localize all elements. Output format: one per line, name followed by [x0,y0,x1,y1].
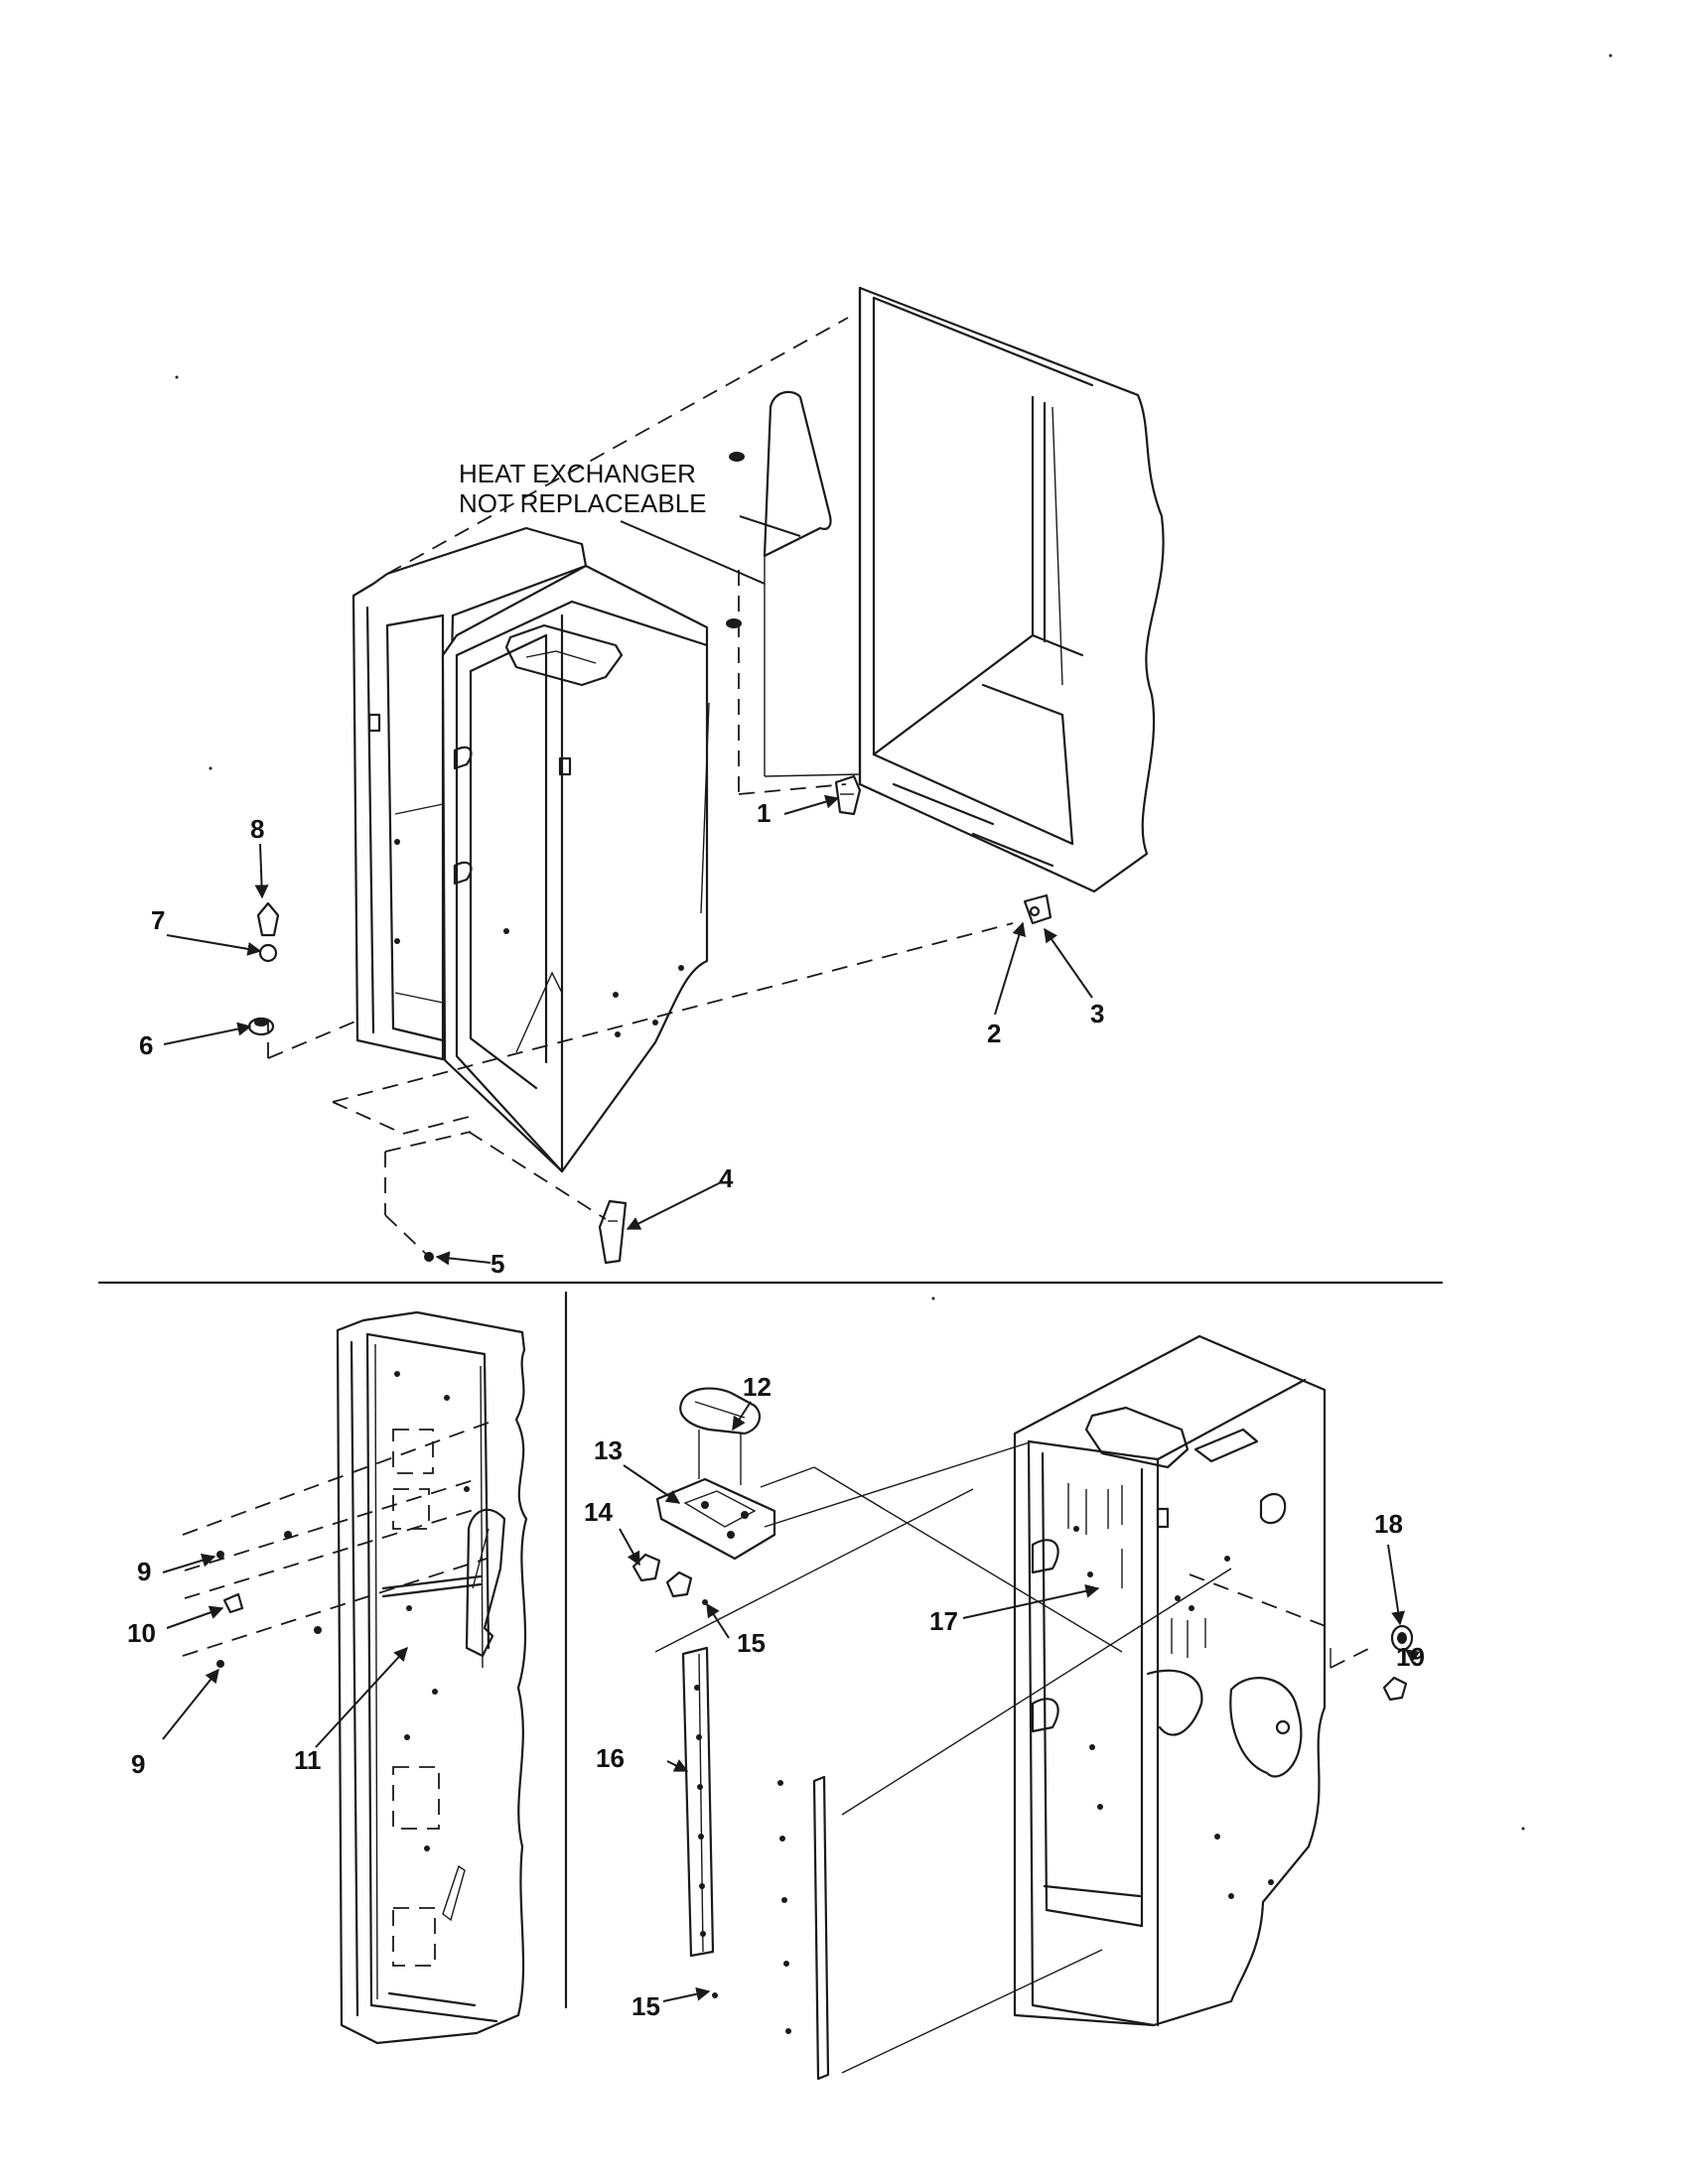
callout-10: 10 [127,1618,156,1648]
cabinet-screw-cluster [1067,1483,1206,1658]
callout-19: 19 [1396,1642,1425,1672]
door-panel-assembly [336,1310,528,2045]
callout-15-lower: 15 [632,1991,660,2021]
callout-labels: 1 2 3 4 5 6 7 8 9 10 9 11 12 13 14 15 16… [127,798,1425,2021]
callout-16: 16 [596,1743,625,1773]
callout-9-upper: 9 [137,1557,151,1586]
callout-14: 14 [584,1497,613,1527]
guide-lines-bottom-right [654,1440,1371,2074]
callout-9-lower: 9 [131,1749,145,1779]
fresh-food-cabinet [1013,1334,1327,2027]
leader-lines-bottom-right [619,1401,1421,2002]
clip-fasteners [726,452,745,628]
callout-12: 12 [743,1372,772,1402]
callout-8: 8 [250,814,264,844]
section-dividers [97,1281,1444,2009]
leader-lines-top [163,794,1093,1266]
callout-11: 11 [294,1745,322,1775]
callout-17: 17 [929,1606,958,1636]
leader-lines-door [162,1554,408,1748]
scan-specks [175,54,1613,1831]
note-line-2: NOT REPLACEABLE [459,488,707,518]
shelf-ladder-strip [712,1775,830,2081]
callout-7: 7 [151,905,165,935]
shelf-ladder-16 [681,1646,715,1958]
callout-1: 1 [757,798,771,828]
heat-exchanger-panel [763,390,861,777]
parts-18-19 [1382,1624,1414,1702]
freezer-frame-assembly [351,526,710,1173]
control-housing-parts [632,1387,776,1605]
callout-5: 5 [491,1249,504,1279]
callout-15-upper: 15 [737,1628,766,1658]
heat-exchanger-note: HEAT EXCHANGER NOT REPLACEABLE [459,459,801,585]
note-line-1: HEAT EXCHANGER [459,459,696,488]
callout-3: 3 [1090,999,1104,1028]
callout-18: 18 [1374,1509,1403,1539]
door-guide-lines [182,1419,497,1668]
assembly-guide-lines-top [267,317,1014,1256]
callout-13: 13 [594,1435,623,1465]
cabinet-liner [858,286,1165,893]
callout-2: 2 [987,1019,1001,1048]
callout-6: 6 [139,1030,153,1060]
callout-4: 4 [719,1163,734,1193]
